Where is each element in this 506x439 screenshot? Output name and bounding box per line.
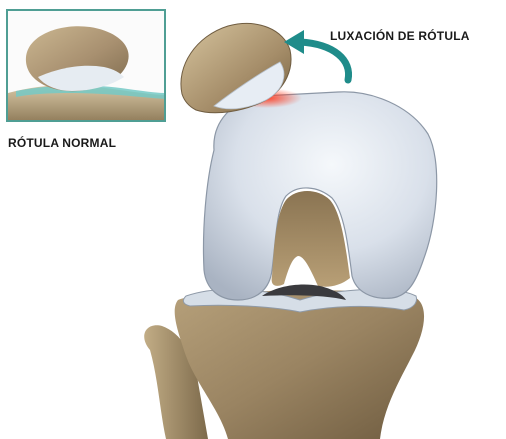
tibia: [175, 290, 424, 439]
dislocation-arrow: [300, 42, 349, 80]
